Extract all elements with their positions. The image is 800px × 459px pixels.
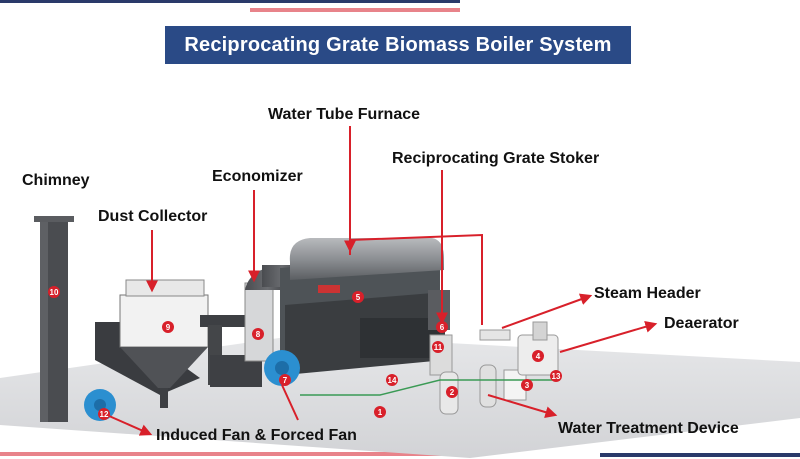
- arrow-deaerator: [559, 320, 658, 353]
- marker-9: 9: [162, 321, 174, 333]
- bottom-accent-bar-pink: [0, 452, 450, 456]
- marker-6: 6: [436, 321, 448, 333]
- boiler-body: [280, 238, 445, 375]
- label-deaerator: Deaerator: [664, 315, 739, 332]
- forced-fan: [264, 350, 300, 386]
- marker-7-label: 7: [283, 376, 288, 385]
- marker-7: 7: [279, 374, 291, 386]
- marker-5-label: 5: [356, 293, 361, 302]
- marker-9-label: 9: [166, 323, 171, 332]
- arrow-water-treatment: [487, 394, 558, 419]
- chimney-structure: [34, 216, 74, 422]
- marker-6-label: 6: [440, 323, 445, 332]
- label-dust-collector: Dust Collector: [98, 208, 208, 225]
- top-accent-bar-pink: [250, 8, 460, 12]
- floor-platform: [0, 335, 800, 458]
- marker-3: 3: [521, 379, 533, 391]
- top-accent-bar-left: [0, 0, 460, 3]
- label-chimney: Chimney: [22, 172, 90, 189]
- label-water-tube-furnace: Water Tube Furnace: [268, 106, 421, 123]
- marker-4-label: 4: [536, 352, 541, 361]
- marker-2: 2: [446, 386, 458, 398]
- arrow-forced-fan: [281, 384, 299, 421]
- page-title: Reciprocating Grate Biomass Boiler Syste…: [184, 33, 612, 56]
- label-economizer: Economizer: [212, 168, 303, 185]
- marker-11-label: 11: [434, 343, 443, 352]
- marker-14: 14: [386, 374, 398, 386]
- marker-12: 12: [98, 408, 110, 420]
- marker-13: 13: [550, 370, 562, 382]
- dust-collector-structure: [95, 279, 245, 408]
- marker-3-label: 3: [525, 381, 530, 390]
- marker-8-label: 8: [256, 330, 261, 339]
- marker-4: 4: [532, 350, 544, 362]
- marker-13-label: 13: [552, 372, 561, 381]
- label-water-treatment-device: Water Treatment Device: [558, 420, 739, 437]
- label-induced-forced-fan: Induced Fan & Forced Fan: [156, 427, 357, 444]
- marker-10: 10: [48, 286, 60, 298]
- bottom-accent-bar-navy: [600, 453, 800, 457]
- water-pipes: [300, 379, 560, 396]
- title-banner: Reciprocating Grate Biomass Boiler Syste…: [165, 26, 631, 64]
- arrow-steam-header: [501, 293, 593, 329]
- marker-11: 11: [432, 341, 444, 353]
- marker-5: 5: [352, 291, 364, 303]
- marker-10-label: 10: [50, 288, 59, 297]
- marker-14-label: 14: [388, 376, 397, 385]
- label-reciprocating-grate-stoker: Reciprocating Grate Stoker: [392, 150, 600, 167]
- marker-1: 1: [374, 406, 386, 418]
- marker-1-label: 1: [378, 408, 383, 417]
- marker-2-label: 2: [450, 388, 455, 397]
- marker-8: 8: [252, 328, 264, 340]
- label-steam-header: Steam Header: [594, 285, 701, 302]
- marker-12-label: 12: [100, 410, 109, 419]
